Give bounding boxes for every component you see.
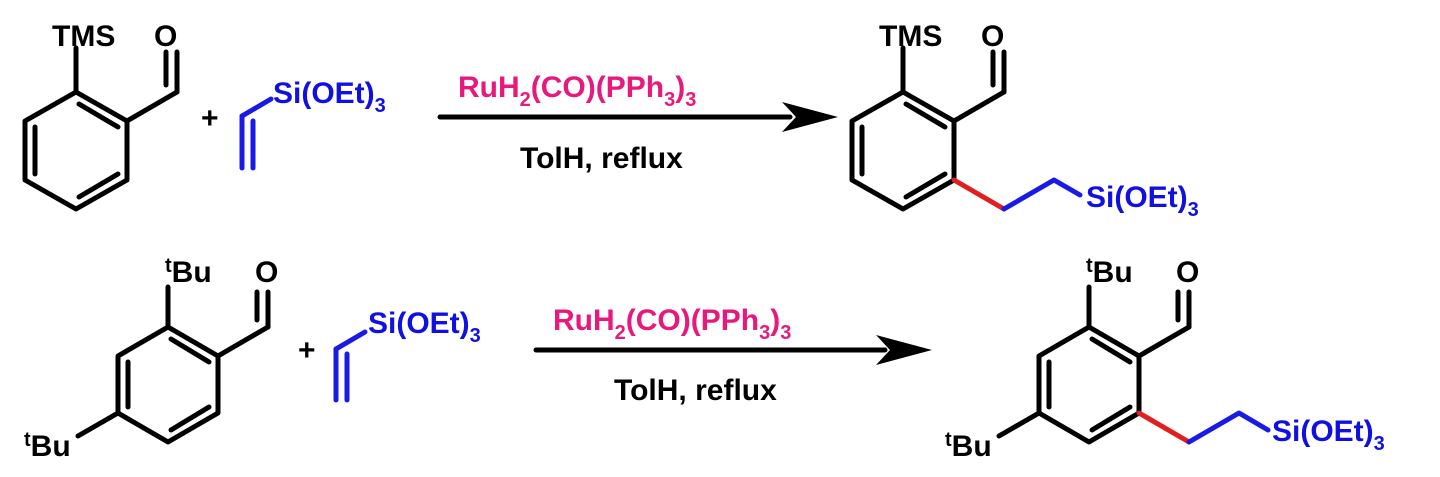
cho-bond <box>124 89 180 124</box>
reaction-arrow-1: RuH2(CO)(PPh3)3 TolH, reflux <box>437 71 838 175</box>
benzene-ring <box>115 324 221 445</box>
new-cc-bond <box>951 177 1007 212</box>
silyl-subscript: 3 <box>470 325 481 347</box>
svg-text:RuH2(CO)(PPh3)3: RuH2(CO)(PPh3)3 <box>553 304 791 344</box>
silyl-label: Si(OEt) <box>273 77 375 110</box>
carbonyl-o-label: O <box>1176 256 1199 289</box>
silyl-subscript: 3 <box>375 95 386 117</box>
tbu-label-top: tBu <box>165 255 212 289</box>
silyl-subscript: 3 <box>1188 199 1199 221</box>
svg-text:Si(OEt)3: Si(OEt)3 <box>1272 415 1385 455</box>
conditions-label: TolH, reflux <box>520 142 683 175</box>
vinyltriethoxysilane-1: Si(OEt)3 <box>239 77 386 171</box>
tms-label: TMS <box>52 20 115 53</box>
svg-text:RuH2(CO)(PPh3)3: RuH2(CO)(PPh3)3 <box>458 71 696 111</box>
vinyltriethoxysilane-2: Si(OEt)3 <box>333 307 481 403</box>
plus-sign: + <box>298 334 316 367</box>
plus-sign: + <box>201 102 219 135</box>
catalyst-label: RuH <box>458 71 520 104</box>
silyl-subscript: 3 <box>1374 433 1385 455</box>
svg-text:Si(OEt)3: Si(OEt)3 <box>273 77 386 117</box>
ethyl-linker <box>1186 410 1271 445</box>
carbonyl-o-label: O <box>154 20 177 53</box>
reaction-1: TMS O + Si(OEt)3 RuH2(CO)(PPh3)3 TolH, r… <box>22 20 1199 221</box>
tms-label: TMS <box>879 20 942 53</box>
reaction-2: tBu tBu O + Si(OEt)3 RuH2(CO)(PPh3)3 Tol… <box>24 255 1385 463</box>
silyl-label: Si(OEt) <box>1272 415 1374 448</box>
reaction-arrow-2: RuH2(CO)(PPh3)3 TolH, reflux <box>533 304 932 407</box>
product-2: tBu tBu O Si(OEt)3 <box>945 255 1385 463</box>
ethyl-linker <box>1001 177 1083 212</box>
new-cc-bond <box>1136 410 1192 445</box>
benzene-ring <box>849 89 957 212</box>
svg-text:Si(OEt)3: Si(OEt)3 <box>368 307 481 347</box>
conditions-label: TolH, reflux <box>614 374 777 407</box>
benzene-ring <box>1036 324 1142 445</box>
tbu-label-bottom: tBu <box>945 429 992 463</box>
catalyst-label: RuH <box>553 304 615 337</box>
tbu-label-top: tBu <box>1086 255 1133 289</box>
carbonyl-o-label: O <box>255 256 278 289</box>
silyl-label: Si(OEt) <box>1086 181 1188 214</box>
product-1: TMS O Si(OEt)3 <box>849 20 1199 221</box>
tbu-label-bottom: tBu <box>24 429 71 463</box>
starting-material-2: tBu tBu O <box>24 255 278 463</box>
silyl-label: Si(OEt) <box>368 307 470 340</box>
starting-material-1: TMS O <box>22 20 180 212</box>
benzene-ring <box>22 89 130 212</box>
carbonyl-o-label: O <box>981 20 1004 53</box>
svg-text:Si(OEt)3: Si(OEt)3 <box>1086 181 1199 221</box>
